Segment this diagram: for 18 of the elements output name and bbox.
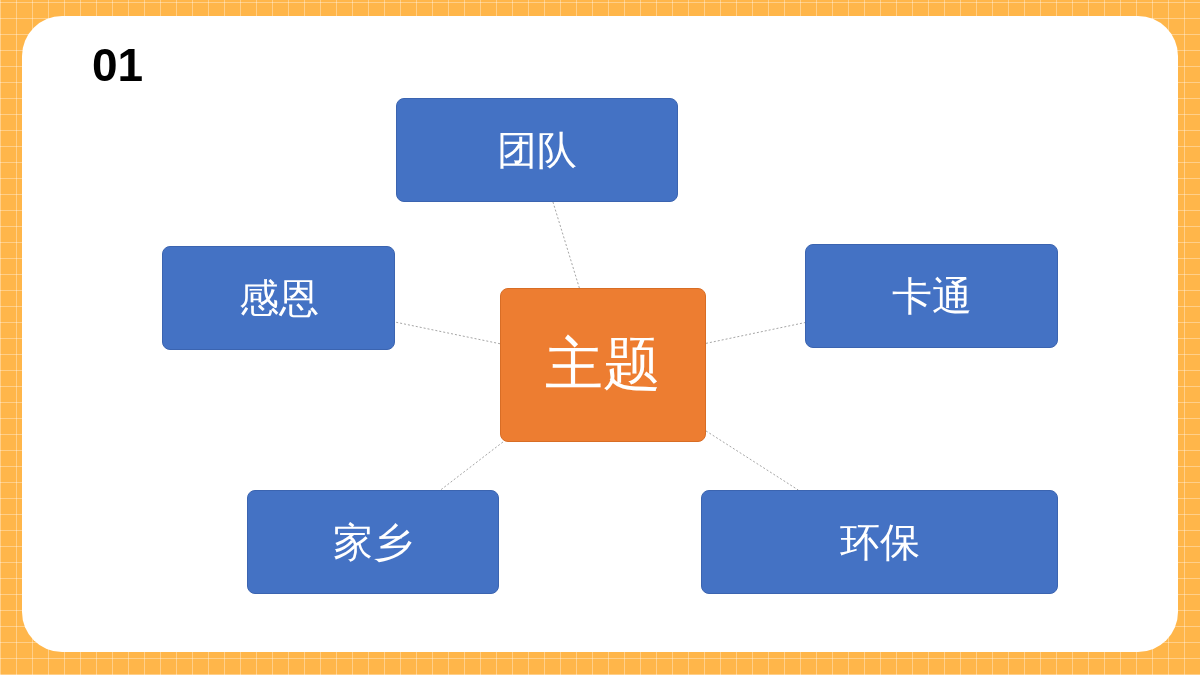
section-number: 01 — [92, 38, 144, 92]
box-label: 环保 — [839, 520, 920, 564]
connector-line — [705, 430, 799, 491]
subtopic-box — [805, 244, 1058, 348]
connector-line — [440, 441, 504, 491]
connector-line — [552, 201, 580, 289]
box-label: 卡通 — [891, 274, 972, 318]
box-label: 家乡 — [333, 520, 413, 564]
subtopic-box — [247, 490, 499, 594]
connector-line — [394, 321, 501, 345]
connector-line — [705, 322, 806, 344]
subtopic-box — [162, 246, 395, 350]
topic-box — [500, 288, 706, 442]
box-label: 感恩 — [238, 276, 319, 320]
box-label: 团队 — [497, 128, 577, 172]
subtopic-box — [701, 490, 1058, 594]
box-label: 主题 — [545, 333, 661, 397]
subtopic-box — [396, 98, 678, 202]
